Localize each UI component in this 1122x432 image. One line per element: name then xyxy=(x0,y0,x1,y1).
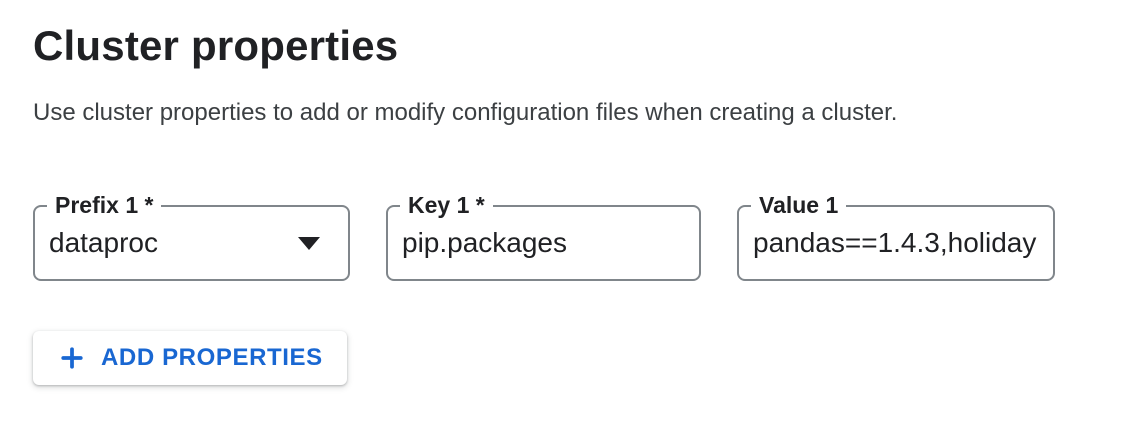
key-input[interactable] xyxy=(388,207,699,279)
prefix-selected-value: dataproc xyxy=(49,227,158,258)
prefix-select[interactable]: dataproc xyxy=(35,207,348,279)
property-row-1: Prefix 1 * dataproc Key 1 * Value 1 xyxy=(33,191,1122,281)
prefix-field: Prefix 1 * dataproc xyxy=(33,191,350,281)
add-properties-label: ADD PROPERTIES xyxy=(101,344,323,371)
page-description: Use cluster properties to add or modify … xyxy=(33,99,898,126)
prefix-field-label: Prefix 1 * xyxy=(47,191,162,219)
value-field-label: Value 1 xyxy=(751,191,847,219)
key-field-label: Key 1 * xyxy=(400,191,493,219)
chevron-down-icon xyxy=(298,237,320,250)
key-field: Key 1 * xyxy=(386,191,701,281)
page-title: Cluster properties xyxy=(33,22,399,69)
value-input[interactable] xyxy=(739,207,1053,279)
plus-icon xyxy=(57,343,87,373)
value-field: Value 1 xyxy=(737,191,1055,281)
add-properties-button[interactable]: ADD PROPERTIES xyxy=(33,331,347,385)
